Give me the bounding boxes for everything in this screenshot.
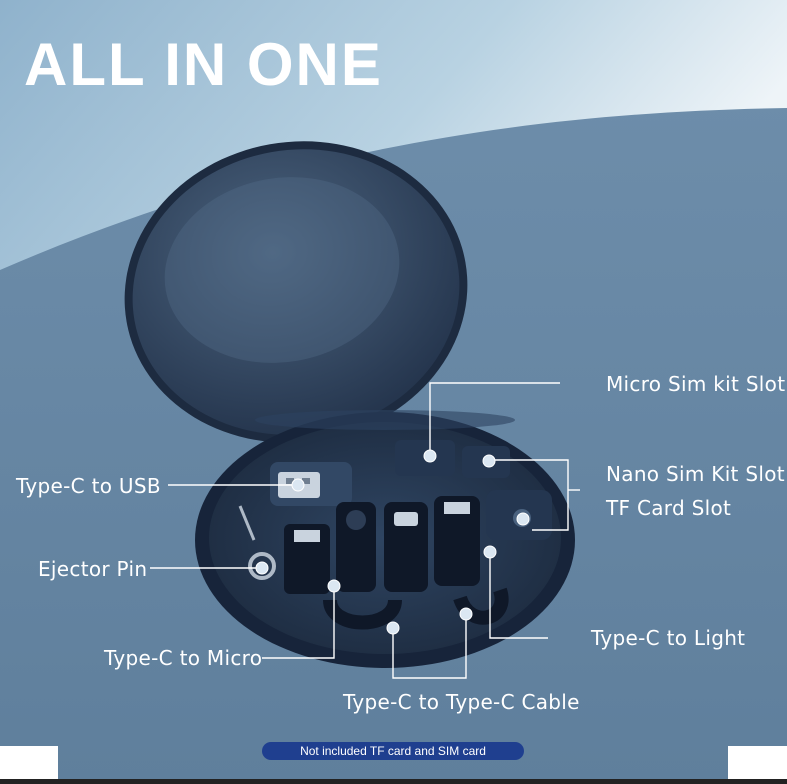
ejector-pin [238,505,276,580]
label-type-c-usb: Type-C to USB [16,474,161,498]
label-micro-sim: Micro Sim kit Slot [606,372,786,396]
dot-nano-sim [482,454,496,468]
dot-light [483,545,497,559]
top-sweep [0,0,787,270]
usb-adapter [270,462,352,506]
dot-cable-right [459,607,473,621]
dot-usb [291,478,305,492]
dot-cable-left [386,621,400,635]
label-type-c-cable: Type-C to Type-C Cable [343,690,580,714]
corner-right [728,746,787,779]
adapters [284,496,509,630]
dot-micro [327,579,341,593]
dot-micro-sim [423,449,437,463]
callout-light [489,552,548,639]
callout-nano-tf [492,459,569,531]
dot-tf-card [516,512,530,526]
callout-lines [150,382,580,679]
callout-micro [262,586,335,659]
callout-cable [392,614,467,679]
label-type-c-light: Type-C to Light [591,626,746,650]
label-type-c-micro: Type-C to Micro [104,646,263,670]
label-tf-card: TF Card Slot [606,496,732,520]
label-ejector-pin: Ejector Pin [38,557,148,581]
corner-left [0,746,58,779]
callout-micro-sim [429,382,560,456]
bottom-border [0,779,787,784]
callout-dots [255,449,530,635]
label-nano-sim: Nano Sim Kit Slot [606,462,785,486]
disclaimer-badge: Not included TF card and SIM card [262,742,524,760]
case-lid [124,141,468,443]
headline: ALL IN ONE [24,31,383,98]
dot-ejector [255,561,269,575]
